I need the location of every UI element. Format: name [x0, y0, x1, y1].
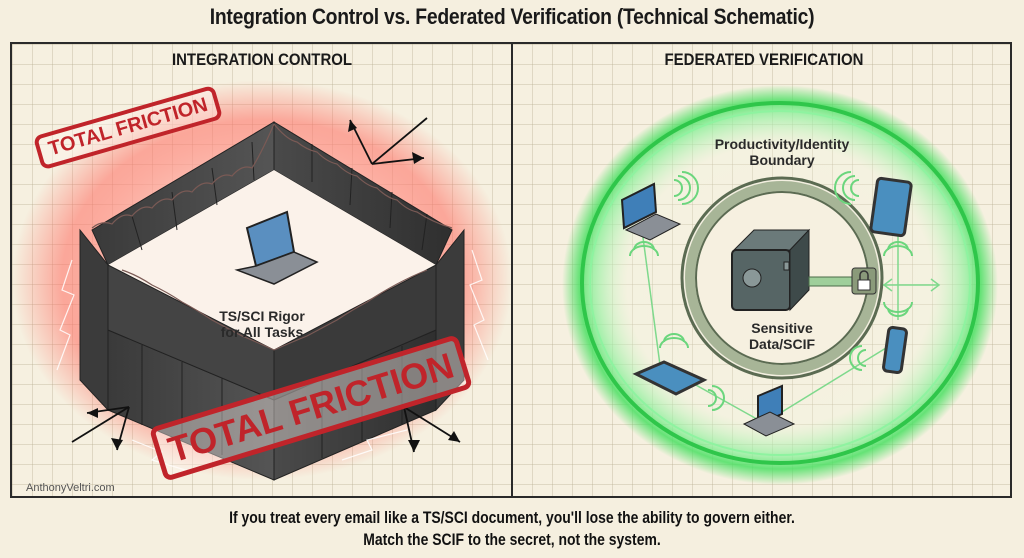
laptop-icon-topleft: [620, 182, 682, 241]
walled-compound-illustration: [12, 80, 510, 481]
diagram-title: Integration Control vs. Federated Verifi…: [209, 4, 815, 29]
watermark: AnthonyVeltri.com: [26, 482, 115, 494]
left-panel-heading: INTEGRATION CONTROL: [171, 50, 353, 69]
tablet-icon-bottomleft: [632, 360, 708, 396]
ts-sci-rigor-label: TS/SCI Rigor for All Tasks: [219, 308, 305, 341]
lock-icon: [851, 267, 877, 295]
caption-line-1: If you treat every email like a TS/SCI d…: [229, 508, 795, 527]
panel-divider: [511, 42, 513, 498]
tablet-icon-topright: [869, 176, 913, 238]
laptop-icon: [234, 210, 319, 285]
outer-boundary-ring: [580, 101, 980, 465]
caption-line-2: Match the SCIF to the secret, not the sy…: [363, 530, 661, 549]
integration-control-panel: TOTAL FRICTION TOTAL FRICTION TS/SCI Rig…: [12, 80, 510, 496]
phone-icon-right: [882, 325, 908, 375]
safe-icon: [731, 228, 811, 312]
laptop-icon-bottom: [742, 384, 796, 437]
right-panel-heading: FEDERATED VERIFICATION: [664, 50, 864, 69]
sensitive-data-label: Sensitive Data/SCIF: [748, 320, 816, 353]
federated-ring-illustration: [562, 85, 998, 485]
boundary-label: Productivity/Identity Boundary: [714, 136, 850, 169]
federated-verification-panel: Productivity/Identity Boundary Sensitive…: [514, 80, 1010, 496]
